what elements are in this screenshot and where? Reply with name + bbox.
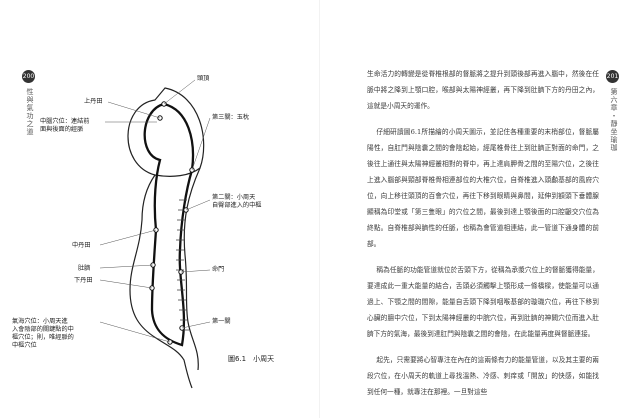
front-outline xyxy=(129,174,193,389)
head-outline xyxy=(127,87,205,177)
orbit-path xyxy=(143,102,195,347)
paragraph-3: 稱為任脈的功能管道就位於舌頭下方，從稱為承漿穴位上的督脈獲得能量，要達成此一重大… xyxy=(367,266,599,338)
left-running-head: 性與氣功之道 xyxy=(26,88,34,136)
small-orbit-figure: 頭頂 上丹田 中腦穴位：連結前 面與後面的經脈 第三關：玉枕 第二關：小周天 自… xyxy=(12,60,285,390)
label-yuzhen: 第三關：玉枕 xyxy=(212,114,250,121)
page-spine xyxy=(319,0,320,418)
left-page-number: 200 xyxy=(22,70,35,83)
label-shangdantian: 上丹田 xyxy=(84,98,103,105)
right-page-number: 201 xyxy=(606,70,619,83)
label-mingmen: 命門 xyxy=(212,266,225,273)
label-zhongdantian: 中丹田 xyxy=(72,242,91,249)
back-outline xyxy=(183,167,201,371)
right-running-head: 第六章・靜坐瑜珈 xyxy=(610,88,618,152)
label-xiadantian: 下丹田 xyxy=(74,277,93,284)
body-outline-diagram xyxy=(99,79,211,389)
label-baihui: 頭頂 xyxy=(197,75,210,82)
label-jiaji: 第二關：小周天 自臀部進入的中樞 xyxy=(212,194,262,209)
label-weilu: 第一關 xyxy=(212,318,231,325)
label-navel: 肚臍 xyxy=(78,265,91,272)
paragraph-1: 生命活力的轉變是從脊椎根部的督脈將之提升到頭後部再進入腦中，然後在任脈中將之降到… xyxy=(367,70,599,110)
paragraph-2: 仔細研讀圖6.1所描繪的小周天圖示，並記住各種重要的末梢部位，督脈屬陽性，自肛門… xyxy=(367,128,599,248)
figure-caption: 圖6.1 小周天 xyxy=(228,355,275,363)
label-zhongwan: 中腦穴位：連結前 面與後面的經脈 xyxy=(40,118,90,133)
label-huiyin: 氣海穴位：小周天進 入會陰部的關鍵點的中 樞穴位；則，唯經脈的 中樞穴位 xyxy=(12,318,74,349)
body-text: 生命活力的轉變是從脊椎根部的督脈將之提升到頭後部再進入腦中，然後在任脈中將之降到… xyxy=(367,66,599,410)
paragraph-4: 起先，只需要將心智專注在內在的這兩條有力的能量管道，以及其主要的兩段穴位，在小周… xyxy=(367,356,599,396)
